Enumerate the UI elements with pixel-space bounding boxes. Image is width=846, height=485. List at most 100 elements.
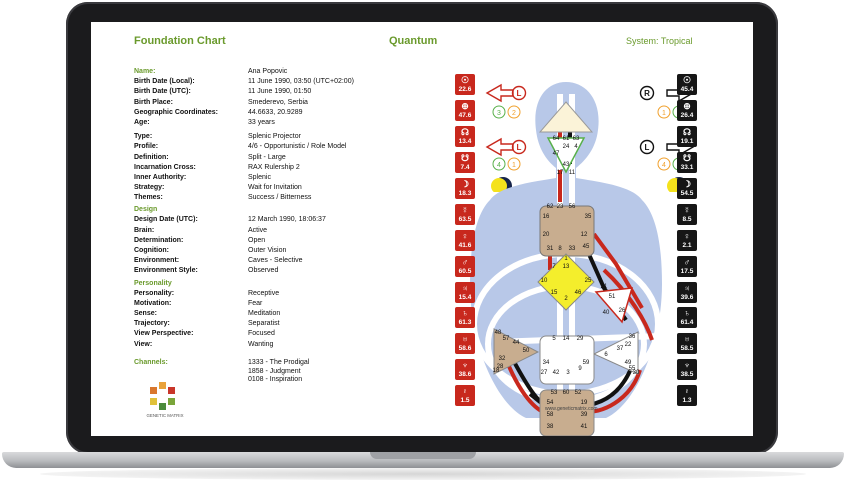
planet-gate: 1.5 [460,397,470,405]
gate-number: 21 [601,284,608,290]
planet-activation[interactable]: ♄61.4 [677,307,697,329]
planet-icon: ♀ [461,230,469,241]
planet-activation[interactable]: ♂60.5 [455,255,475,277]
gate-number: 15 [551,290,558,296]
gate-number: 60 [563,390,570,396]
planet-activation[interactable]: ⊕47.6 [455,99,475,121]
arrow-letter: R [644,89,650,98]
gate-number: 34 [543,360,550,366]
screen: Foundation Chart Quantum System: Tropica… [91,22,753,436]
planet-icon: ⊕ [461,100,469,111]
info-value: Split - Large [248,153,286,161]
planet-activation[interactable]: ☽18.3 [455,177,475,199]
gate-number: 18 [493,368,500,374]
info-key: Profile: [134,143,159,151]
planet-activation[interactable]: ☉22.6 [455,74,475,95]
planet-gate: 54.5 [680,189,694,197]
info-row: Design Date (UTC):12 March 1990, 18:06:3… [134,215,434,225]
planet-icon: ♃ [461,282,469,293]
info-value: Smederevo, Serbia [248,98,308,106]
gate-number: 27 [541,370,548,376]
info-row: Environment Style:Observed [134,266,434,276]
gate-number: 48 [495,330,502,336]
ajna-center [546,137,586,174]
gate-number: 58 [547,412,554,418]
laptop-notch [370,452,476,459]
planet-gate: 58.5 [680,345,694,353]
gate-number: 12 [581,232,588,238]
planet-activation[interactable]: ♆38.5 [677,359,697,381]
info-value: Receptive [248,289,280,297]
planet-activation[interactable]: ☊19.1 [677,125,697,147]
planet-gate: 22.6 [458,86,472,93]
channels-label: Channels: [134,359,168,366]
info-value: 11 June 1990, 01:50 [248,88,312,96]
info-key: Birth Place: [134,98,173,106]
info-row: Brain:Active [134,226,434,236]
info-row: Themes:Success / Bitterness [134,193,434,203]
gate-number: 32 [499,356,506,362]
planet-icon: ♀ [683,230,691,241]
planet-gate: 19.1 [680,137,694,145]
planet-activation[interactable]: ☉45.4 [677,74,697,95]
info-value: 12 March 1990, 18:06:37 [248,216,326,224]
info-key: Trajectory: [134,320,170,328]
planet-activation[interactable]: ☽54.5 [677,177,697,199]
planet-gate: 13.4 [458,137,472,145]
planet-activation[interactable]: ☿8.5 [677,203,697,225]
planet-icon: ☊ [461,126,469,137]
planet-icon: ☉ [460,75,470,85]
planet-gate: 39.6 [680,293,694,301]
planet-activation[interactable]: ☋7.4 [455,151,475,173]
info-key: Age: [134,118,150,126]
info-row: View Perspective:Focused [134,329,434,339]
planet-activation[interactable]: ♀41.6 [455,229,475,251]
planet-activation[interactable]: ♂17.5 [677,255,697,277]
planet-activation[interactable]: ♄61.3 [455,307,475,329]
info-key: Inner Authority: [134,173,187,181]
website-url: www.geneticmatrix.com [545,406,598,412]
planet-activation[interactable]: ♅58.6 [455,333,475,355]
info-value: 4/6 - Opportunistic / Role Model [248,143,347,151]
gate-number: 25 [585,278,592,284]
gate-number: 16 [543,214,550,220]
gate-number: 42 [553,370,560,376]
planet-icon: ☿ [461,204,469,215]
gate-number: 37 [617,346,624,352]
planet-activation[interactable]: ⊕26.4 [677,99,697,121]
planet-activation[interactable]: ♆38.6 [455,359,475,381]
planet-activation[interactable]: ♃39.6 [677,281,697,303]
arrow-letter: L [517,89,522,98]
planet-activation[interactable]: ♇1.5 [455,385,475,407]
planet-activation[interactable]: ☋33.1 [677,151,697,173]
info-key: Sense: [134,309,157,317]
gate-number: 53 [551,390,558,396]
chart-title: Foundation Chart [134,35,226,47]
planet-icon: ☽ [682,178,692,189]
info-value: Caves - Selective [248,257,303,265]
info-row: Age:33 years [134,118,434,128]
planet-icon: ♄ [461,308,469,319]
gate-number: 35 [585,214,592,220]
planet-icon: ♅ [683,334,691,345]
info-value: Success / Bitterness [248,194,312,202]
planet-activation[interactable]: ☿63.5 [455,203,475,225]
gate-number: 54 [547,400,554,406]
planet-icon: ♇ [683,386,691,397]
left-variables: L L 3 2 4 1 [485,83,527,192]
system-label: System: Tropical [626,36,693,46]
info-value: Outer Vision [248,247,287,254]
arrow-num: 3 [497,110,501,117]
gate-number: 64 [553,136,560,142]
planet-activation[interactable]: ♃15.4 [455,281,475,303]
info-row: Determination:Open [134,236,434,246]
gate-number: 26 [619,308,626,314]
planet-activation[interactable]: ♅58.5 [677,333,697,355]
gate-number: 5 [552,336,556,342]
planet-activation[interactable]: ☊13.4 [455,125,475,147]
planet-activation[interactable]: ♀2.1 [677,229,697,251]
info-key: View Perspective: [134,330,194,338]
planet-activation[interactable]: ♇1.3 [677,385,697,407]
arrow-num: 2 [512,110,516,117]
gate-number: 59 [583,360,590,366]
